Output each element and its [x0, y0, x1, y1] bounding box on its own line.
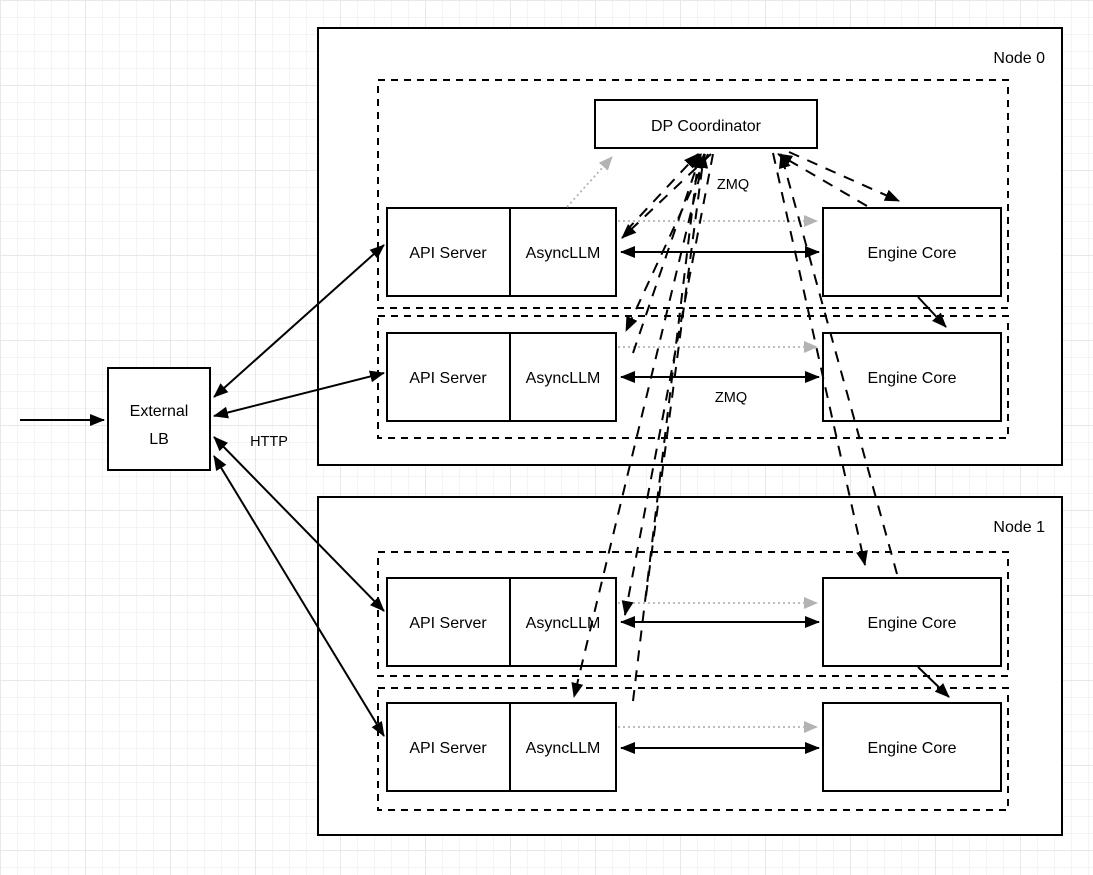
node0-label: Node 0 — [993, 50, 1045, 67]
arrow-lb-api2 — [213, 370, 385, 419]
dashed-coordinator-to-engine1 — [788, 151, 900, 202]
engine-core-box-row4 — [822, 702, 1002, 792]
dp-coordinator-label: DP Coordinator — [651, 118, 762, 135]
engine-core-label-row4: Engine Core — [868, 740, 957, 757]
api-server-label-row1: API Server — [409, 245, 487, 262]
external-lb-label-line2: LB — [149, 431, 169, 448]
dp-coordinator-box — [594, 99, 818, 149]
asyncllm-label-row3: AsyncLLM — [526, 615, 601, 632]
api-asyncllm-box-row2 — [386, 332, 617, 422]
dashed-asyncllm1-to-coordinator — [625, 153, 699, 232]
dashed-asyncllm3-to-coordinator — [645, 153, 709, 597]
engine-core-label-row1: Engine Core — [868, 245, 957, 262]
dashed-coordinator-to-asyncllm2 — [625, 153, 709, 332]
arrow-lb-api4 — [213, 455, 385, 737]
dashed-engine3-to-coordinator — [778, 153, 898, 575]
asyncllm-label-row4: AsyncLLM — [526, 740, 601, 757]
arrow-engine3-engine4 — [917, 666, 950, 698]
api-asyncllm-box-row1 — [386, 207, 617, 297]
api-server-label-row3: API Server — [409, 615, 487, 632]
dotted-asyncllm1-coordinator — [566, 156, 613, 208]
dashed-coordinator-to-asyncllm4 — [571, 153, 706, 698]
dashed-engine1-to-coordinator — [777, 153, 868, 207]
dashed-coordinator-to-engine3 — [772, 152, 868, 566]
replica4-dashed-box — [377, 687, 1009, 811]
asyncllm-label-row1: AsyncLLM — [526, 245, 601, 262]
arrow-engine1-engine2 — [917, 296, 947, 328]
api-server-label-row4: API Server — [409, 740, 487, 757]
node1-label: Node 1 — [993, 519, 1045, 536]
asyncllm-label-row2: AsyncLLM — [526, 370, 601, 387]
api-asyncllm-box-row4 — [386, 702, 617, 792]
http-label: HTTP — [250, 434, 288, 450]
engine-core-label-row2: Engine Core — [868, 370, 957, 387]
engine-core-box-row1 — [822, 207, 1002, 297]
engine-core-box-row3 — [822, 577, 1002, 667]
zmq-label-row2: ZMQ — [715, 390, 747, 406]
external-lb-label-line1: External — [130, 403, 189, 420]
zmq-label-coordinator: ZMQ — [717, 177, 749, 193]
dashed-asyncllm2-to-coordinator — [632, 153, 703, 354]
replica1-dashed-box — [377, 79, 1009, 309]
engine-core-label-row3: Engine Core — [868, 615, 957, 632]
api-server-label-row2: API Server — [409, 370, 487, 387]
api-asyncllm-box-row3 — [386, 577, 617, 667]
external-lb-box — [107, 367, 211, 471]
